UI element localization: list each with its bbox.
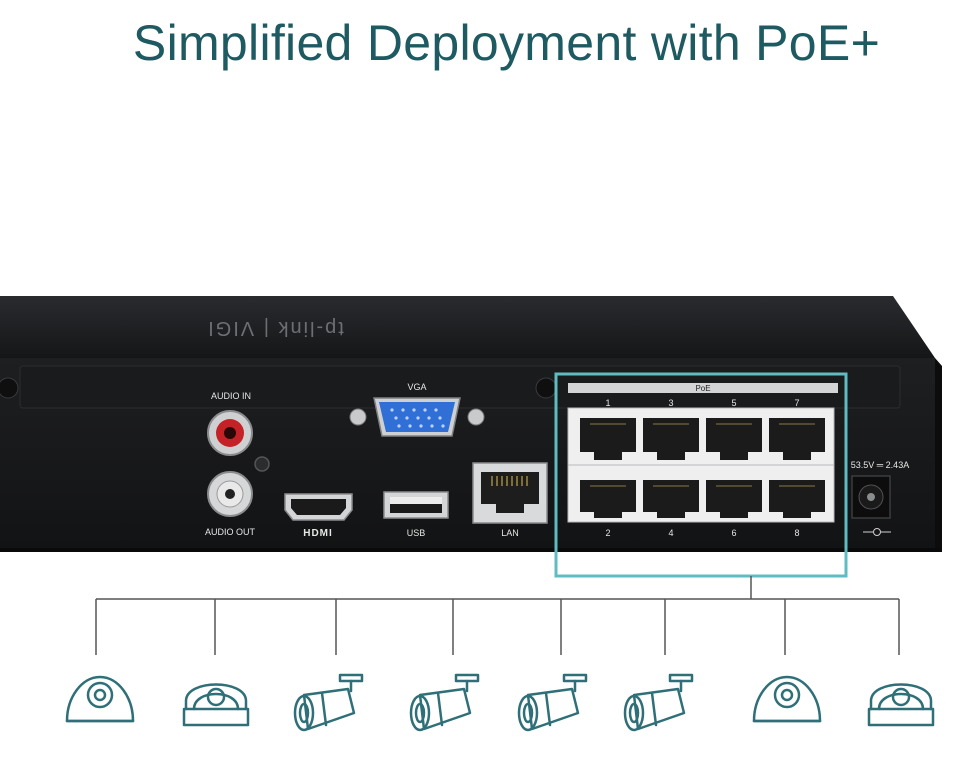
- rj45-port-6: [706, 480, 762, 518]
- dome-camera-icon: [65, 675, 135, 723]
- poe-port-number-5: 5: [731, 398, 736, 408]
- headline: Simplified Deployment with PoE+: [132, 15, 881, 71]
- poe-port-number-6: 6: [731, 528, 736, 538]
- power-rating-label: 53.5V ═ 2.43A: [851, 460, 909, 470]
- audio-out-jack: [207, 471, 253, 517]
- lan-label: LAN: [501, 528, 519, 538]
- brand-logo-text: tp-link | VIGI: [206, 317, 344, 339]
- rj45-contacts: [590, 423, 815, 487]
- dome-camera-icon: [752, 675, 822, 723]
- vga-label: VGA: [407, 382, 426, 392]
- bullet-camera-icon: [517, 673, 588, 732]
- poe-port-number-8: 8: [794, 528, 799, 538]
- device-top-surface: [0, 296, 935, 358]
- audio-out-label: AUDIO OUT: [205, 527, 256, 537]
- bullet-camera-icon: [623, 673, 694, 732]
- poe-sockets-bottom: [580, 480, 825, 518]
- poe-port-number-2: 2: [605, 528, 610, 538]
- poe-label: PoE: [695, 384, 710, 393]
- lan-port: [472, 462, 548, 524]
- poe-port-number-7: 7: [794, 398, 799, 408]
- rj45-port-1: [580, 418, 636, 460]
- poe-port-number-4: 4: [668, 528, 673, 538]
- usb-port: [383, 491, 449, 519]
- rj45-port-5: [706, 418, 762, 460]
- polarity-symbol-icon: [863, 528, 891, 536]
- vga-port: [349, 397, 485, 437]
- camera-wiring: [95, 576, 900, 655]
- usb-label: USB: [407, 528, 426, 538]
- rj45-port-4: [643, 480, 699, 518]
- rj45-port-8: [769, 480, 825, 518]
- rj45-port-3: [643, 418, 699, 460]
- poe-port-number-3: 3: [668, 398, 673, 408]
- audio-in-label: AUDIO IN: [211, 391, 251, 401]
- turret-camera-icon: [867, 683, 935, 727]
- bullet-camera-icon: [409, 673, 480, 732]
- dc-power-jack: [851, 475, 891, 519]
- ground-screw-icon: [254, 456, 270, 472]
- turret-camera-icon: [182, 683, 250, 727]
- rj45-port-7: [769, 418, 825, 460]
- bullet-camera-icon: [293, 673, 364, 732]
- poe-port-number-1: 1: [605, 398, 610, 408]
- audio-in-jack: [207, 410, 253, 456]
- poe-highlight-box: [554, 372, 848, 578]
- hdmi-label: HDMI: [303, 528, 333, 539]
- rj45-port-2: [580, 480, 636, 518]
- hdmi-port: [284, 493, 353, 521]
- poe-sockets-top: [580, 418, 825, 460]
